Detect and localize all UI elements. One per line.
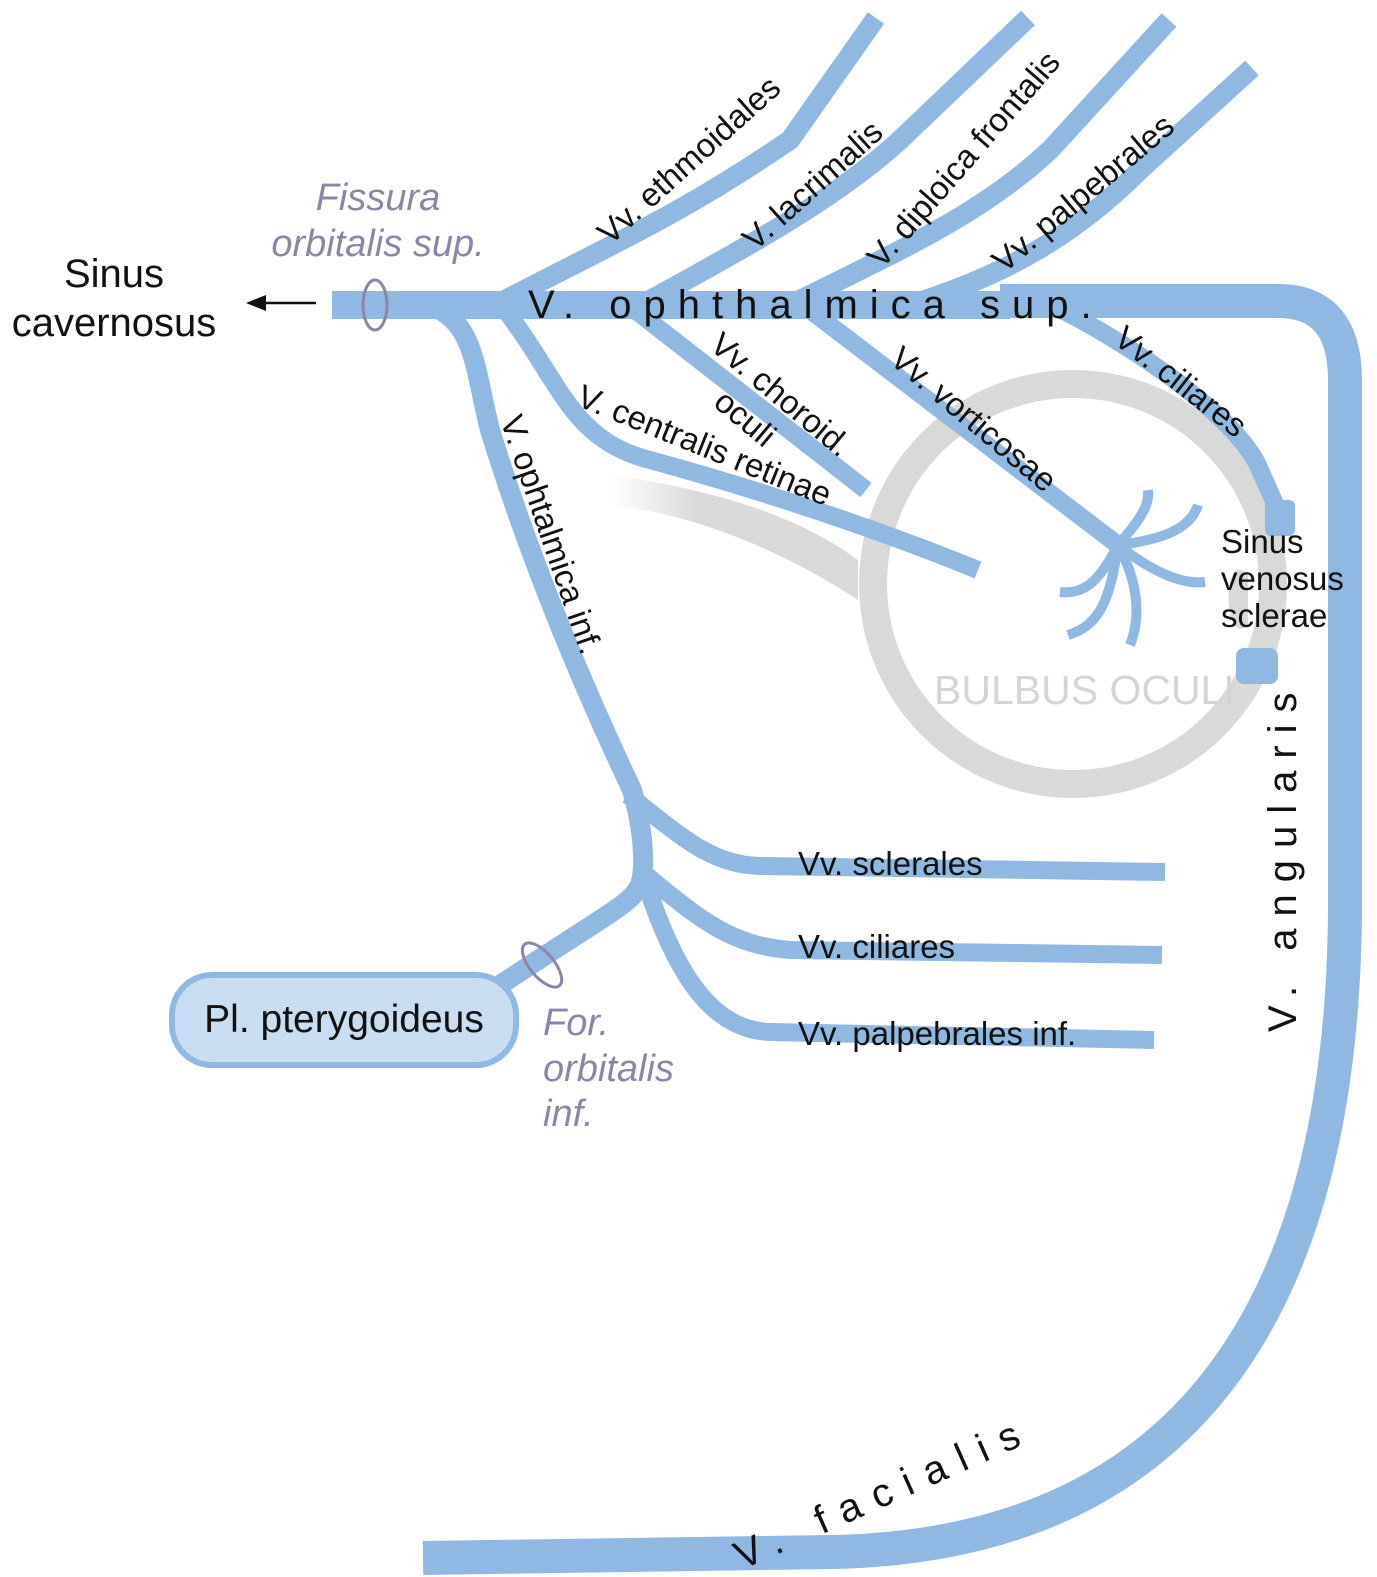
v-diploica-frontalis-vessel <box>795 13 1177 309</box>
sinus-venosus-lower <box>1236 648 1278 684</box>
vv-vorticosae-vessel <box>804 302 1124 553</box>
fissura-label-line2: orbitalis sup. <box>271 223 484 265</box>
foramen-ring <box>520 941 564 989</box>
veins <box>332 10 1362 1575</box>
bulbus-oculi-label: BULBUS OCULI <box>934 667 1235 713</box>
v-ophtalmica-inf-vessel <box>434 301 654 994</box>
bulbus-oculi: BULBUS OCULI <box>612 370 1287 798</box>
vv-palpebrales-inf-label: Vv. palpebrales inf. <box>798 1015 1076 1052</box>
vv-ciliares-inf-vessel <box>634 863 1163 964</box>
vv-sclerales-label: Vv. sclerales <box>798 845 983 882</box>
vv-palpebrales-inf-vessel <box>636 877 1155 1049</box>
v-lacrimalis-vessel <box>645 10 1035 309</box>
v-lacrimalis-label: V. lacrimalis <box>735 113 890 257</box>
optic-nerve-sheath <box>612 475 858 600</box>
sinus-cavernosus-label-line2: cavernosus <box>12 301 217 345</box>
sinus-venosus-label-line3: sclerae <box>1221 597 1327 634</box>
v-ophthalmica-sup-label: V. ophthalmica sup. <box>528 283 1104 327</box>
vv-ethmoidales-vessel <box>500 12 885 309</box>
cornea-shape <box>1228 569 1248 629</box>
arrow-to-sinus-cavernosus <box>246 295 316 311</box>
eyeball-outline <box>859 370 1287 798</box>
sinus-cavernosus-label-line1: Sinus <box>64 252 164 296</box>
vv-palpebrales-vessel <box>921 60 1259 310</box>
v-angularis-facialis-vessel <box>422 284 1362 1575</box>
fissura-label-line1: Fissura <box>316 177 441 219</box>
fissura-ring <box>361 278 389 332</box>
sinus-venosus-upper <box>1265 500 1295 536</box>
vv-palpebrales-label: Vv. palpebrales <box>985 106 1181 279</box>
vv-ciliares-sup-vessel <box>1057 301 1289 519</box>
vv-choroid-oculi-vessel <box>629 302 872 498</box>
v-angularis-label: V. angularis <box>1261 680 1305 1032</box>
pl-pterygoideus-label: Pl. pterygoideus <box>204 998 484 1041</box>
sinus-venosus-label-line1: Sinus <box>1221 523 1304 560</box>
v-centralis-retinae-vessel <box>497 304 982 579</box>
for-orbitalis-label-line1: For. <box>543 1002 609 1044</box>
for-orbitalis-label-line3: inf. <box>543 1093 594 1135</box>
vv-ciliares-inf-label: Vv. ciliares <box>798 928 955 965</box>
sinus-venosus-label-line2: venosus <box>1221 560 1344 597</box>
vv-sclerales-vessel <box>622 787 1166 881</box>
vorticose-fan <box>1059 489 1206 647</box>
for-orbitalis-label-line2: orbitalis <box>543 1048 674 1090</box>
pl-pterygoideus-box <box>169 972 519 1068</box>
